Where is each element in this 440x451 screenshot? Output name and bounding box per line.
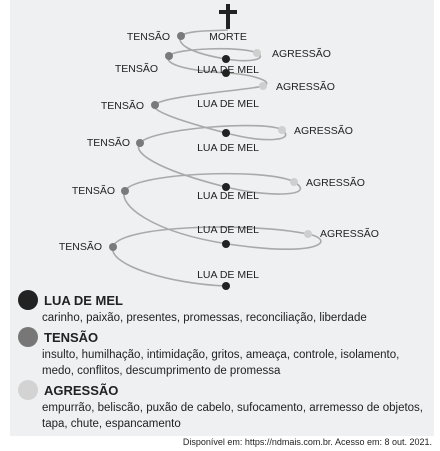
tensao-label: TENSÃO	[72, 184, 115, 197]
agressao-label: AGRESSÃO	[272, 47, 331, 60]
agressao-dot-icon	[18, 380, 38, 400]
agressao-node	[290, 178, 298, 186]
tensao-node	[109, 243, 117, 251]
lua-de-mel-label: LUA DE MEL	[197, 224, 259, 236]
tensao-node	[121, 187, 129, 195]
tensao-label: TENSÃO	[59, 240, 102, 253]
legend-desc-lua-de-mel: carinho, paixão, presentes, promessas, r…	[42, 312, 367, 324]
tensao-label: TENSÃO	[87, 136, 130, 149]
lua-de-mel-node	[222, 55, 230, 63]
lua-de-mel-label: LUA DE MEL	[197, 190, 259, 202]
lua-de-mel-dot-icon	[18, 290, 38, 310]
legend-lua-de-mel: LUA DE MEL carinho, paixão, presentes, p…	[18, 290, 430, 326]
lua-de-mel-label: LUA DE MEL	[197, 98, 259, 110]
agressao-label: AGRESSÃO	[306, 176, 365, 189]
tensao-label: TENSÃO	[127, 30, 170, 43]
tensao-dot-icon	[18, 327, 38, 347]
tensao-node	[165, 52, 173, 60]
lua-de-mel-label: LUA DE MEL	[197, 269, 259, 281]
agressao-node	[253, 49, 261, 57]
spiral-line	[112, 29, 322, 287]
lua-de-mel-label: LUA DE MEL	[197, 142, 259, 154]
legend-title-tensao: TENSÃO	[44, 329, 99, 345]
lua-de-mel-node	[222, 129, 230, 137]
morte-label: MORTE	[209, 31, 247, 43]
lua-de-mel-node	[222, 69, 230, 77]
legend-agressao: AGRESSÃO empurrão, beliscão, puxão de ca…	[18, 380, 430, 432]
lua-de-mel-node	[222, 282, 230, 290]
agressao-label: AGRESSÃO	[276, 80, 335, 93]
agressao-label: AGRESSÃO	[294, 124, 353, 137]
tensao-label: TENSÃO	[115, 62, 158, 75]
source-citation: Disponível em: https://ndmais.com.br. Ac…	[182, 437, 432, 447]
agressao-node	[278, 126, 286, 134]
cross-icon	[219, 4, 237, 29]
tensao-label: TENSÃO	[101, 99, 144, 112]
legend-title-lua-de-mel: LUA DE MEL	[44, 292, 123, 308]
violence-cycle-spiral: MORTE TENSÃO LUA DE MEL AGRESSÃO TENSÃO LUA …	[59, 4, 379, 290]
legend-tensao: TENSÃO insulto, humilhação, intimidação,…	[18, 327, 430, 379]
tensao-node	[177, 32, 185, 40]
tensao-node	[151, 101, 159, 109]
tensao-node	[136, 139, 144, 147]
agressao-node	[304, 230, 312, 238]
legend-desc-tensao: insulto, humilhação, intimidação, gritos…	[42, 349, 400, 377]
lua-de-mel-node	[222, 240, 230, 248]
legend-title-agressao: AGRESSÃO	[44, 382, 119, 398]
lua-de-mel-node	[222, 183, 230, 191]
agressao-label: AGRESSÃO	[320, 227, 379, 240]
legend-desc-agressao: empurrão, beliscão, puxão de cabelo, suf…	[42, 402, 423, 430]
lua-de-mel-label: LUA DE MEL	[197, 64, 259, 76]
agressao-node	[259, 82, 267, 90]
